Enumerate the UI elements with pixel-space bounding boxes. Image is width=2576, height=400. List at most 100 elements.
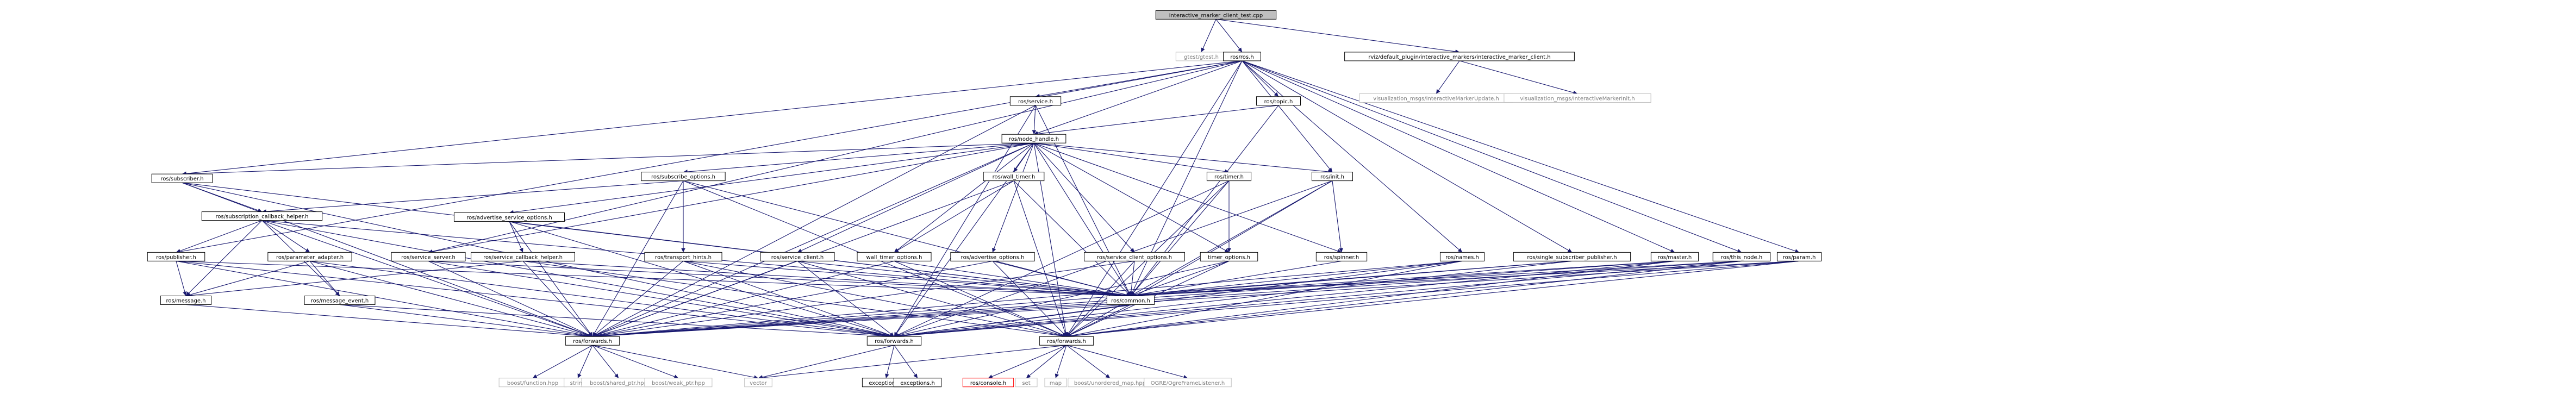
graph-node-label: ros/forwards.h xyxy=(1047,339,1086,345)
include-edge xyxy=(176,261,187,296)
graph-node[interactable]: ros/service_callback_helper.h xyxy=(471,252,575,261)
include-edge-line xyxy=(309,260,895,339)
include-edge-line xyxy=(592,260,1463,339)
include-edge xyxy=(1066,60,1243,337)
include-edge xyxy=(339,304,593,339)
graph-node[interactable]: interactive_marker_client_test.cpp xyxy=(1155,10,1277,20)
graph-node[interactable]: ros/message.h xyxy=(160,295,212,305)
graph-node[interactable]: ros/console.h xyxy=(962,378,1014,388)
include-edge-line xyxy=(1013,180,1131,296)
graph-node[interactable]: ros/this_node.h xyxy=(1712,252,1771,261)
graph-node-label: ros/advertise_service_options.h xyxy=(466,215,552,221)
include-edge-line xyxy=(428,260,895,338)
graph-node[interactable]: ros/ros.h xyxy=(1223,52,1261,61)
include-edge-line xyxy=(894,180,1014,253)
include-edge-line xyxy=(176,60,1243,254)
graph-node-label: ros/init.h xyxy=(1320,174,1344,180)
graph-node[interactable]: ros/message_event.h xyxy=(304,295,376,305)
graph-node-box xyxy=(1315,252,1368,261)
include-edge xyxy=(592,304,1131,339)
include-edge-line xyxy=(1066,260,1463,338)
graph-node[interactable]: ros/single_subscriber_publisher.h xyxy=(1513,252,1631,261)
graph-node[interactable]: ros/service_server.h xyxy=(391,252,466,261)
graph-node-label: visualization_msgs/InteractiveMarkerUpda… xyxy=(1373,96,1499,102)
include-edge-line xyxy=(592,345,619,379)
include-edge-line xyxy=(683,260,1131,298)
graph-node[interactable]: ros/advertise_options.h xyxy=(950,252,1035,261)
graph-node[interactable]: ros/subscriber.h xyxy=(151,173,213,183)
graph-node[interactable]: ros/common.h xyxy=(1106,295,1155,305)
graph-node-label: boost/weak_ptr.hpp xyxy=(652,380,705,386)
graph-node[interactable]: ros/parameter_adapter.h xyxy=(267,252,352,261)
graph-node[interactable]: ros/transport_hints.h xyxy=(644,252,722,261)
include-edge-line xyxy=(894,260,1131,298)
include-edge-line xyxy=(185,220,263,296)
graph-node[interactable]: ros/init.h xyxy=(1312,172,1353,182)
graph-node[interactable]: ros/service.h xyxy=(1009,96,1062,106)
graph-node[interactable]: ros/advertise_service_options.h xyxy=(453,212,565,222)
include-edge xyxy=(683,260,1067,338)
graph-node-box xyxy=(151,173,213,183)
graph-node: map xyxy=(1044,378,1067,388)
graph-node[interactable]: ros/topic.h xyxy=(1256,96,1301,106)
include-edge xyxy=(185,220,263,296)
include-edge-line xyxy=(185,260,523,298)
graph-node-box xyxy=(1256,96,1301,106)
include-edge xyxy=(428,142,1034,254)
graph-node[interactable]: ros/timer.h xyxy=(1206,172,1252,182)
include-edge-line xyxy=(592,260,1800,339)
graph-node[interactable]: ros/service_client.h xyxy=(760,252,835,261)
graph-node-box xyxy=(1712,252,1771,261)
include-edge-line xyxy=(592,260,1135,338)
graph-node-box xyxy=(1106,295,1155,305)
graph-node[interactable]: ros/subscribe_options.h xyxy=(641,172,726,182)
graph-node[interactable]: ros/subscription_callback_helper.h xyxy=(201,211,323,221)
include-edge xyxy=(592,345,759,380)
graph-node-label: string xyxy=(570,380,586,386)
include-edge-line xyxy=(683,260,1067,338)
include-edge xyxy=(428,260,593,337)
graph-node-label: boost/function.hpp xyxy=(507,380,558,386)
include-edge xyxy=(1055,345,1067,378)
graph-node[interactable]: ros/wall_timer.h xyxy=(983,172,1045,182)
graph-node-box xyxy=(147,252,205,261)
include-edge-line xyxy=(988,345,1067,379)
graph-node[interactable]: ros/spinner.h xyxy=(1315,252,1368,261)
include-edge xyxy=(1130,105,1279,296)
graph-node[interactable]: ros/forwards.h xyxy=(1039,336,1094,346)
include-edge-line xyxy=(509,221,593,337)
include-edge xyxy=(1026,345,1067,379)
graph-node[interactable]: ros/service_client_options.h xyxy=(1084,252,1185,261)
include-edge xyxy=(522,260,1131,298)
graph-node-box xyxy=(1009,96,1062,106)
graph-node[interactable]: ros/param.h xyxy=(1776,252,1822,261)
graph-node[interactable]: ros/forwards.h xyxy=(565,336,620,346)
graph-node-label: ros/subscriber.h xyxy=(160,176,203,182)
graph-node[interactable]: ros/master.h xyxy=(1650,252,1699,261)
graph-node-box xyxy=(267,252,352,261)
graph-node[interactable]: exceptions.h xyxy=(893,378,942,388)
include-edge xyxy=(1033,142,1342,253)
include-edge xyxy=(885,345,895,378)
graph-node-box xyxy=(1439,252,1485,261)
graph-node[interactable]: ros/forwards.h xyxy=(866,336,922,346)
include-edge-line xyxy=(1130,260,1800,298)
include-edge-line xyxy=(1201,19,1217,53)
graph-node[interactable]: ros/names.h xyxy=(1439,252,1485,261)
include-edge-line xyxy=(309,261,340,296)
graph-node[interactable]: rviz/default_plugin/interactive_markers/… xyxy=(1344,52,1575,61)
graph-node-box xyxy=(983,172,1045,182)
graph-node[interactable]: ros/publisher.h xyxy=(147,252,205,261)
include-edge-line xyxy=(1436,60,1460,94)
graph-node-label: ros/common.h xyxy=(1111,298,1150,304)
graph-node[interactable]: wall_timer_options.h xyxy=(857,252,932,261)
include-edge-line xyxy=(592,345,759,380)
graph-node[interactable]: ros/node_handle.h xyxy=(1001,134,1066,143)
include-edge-line xyxy=(894,260,1800,339)
graph-node[interactable]: timer_options.h xyxy=(1200,252,1258,261)
include-edge xyxy=(1032,105,1037,135)
include-edge-line xyxy=(592,142,1034,337)
graph-node-label: ros/service_callback_helper.h xyxy=(483,254,563,260)
include-edge-line xyxy=(1013,180,1068,337)
